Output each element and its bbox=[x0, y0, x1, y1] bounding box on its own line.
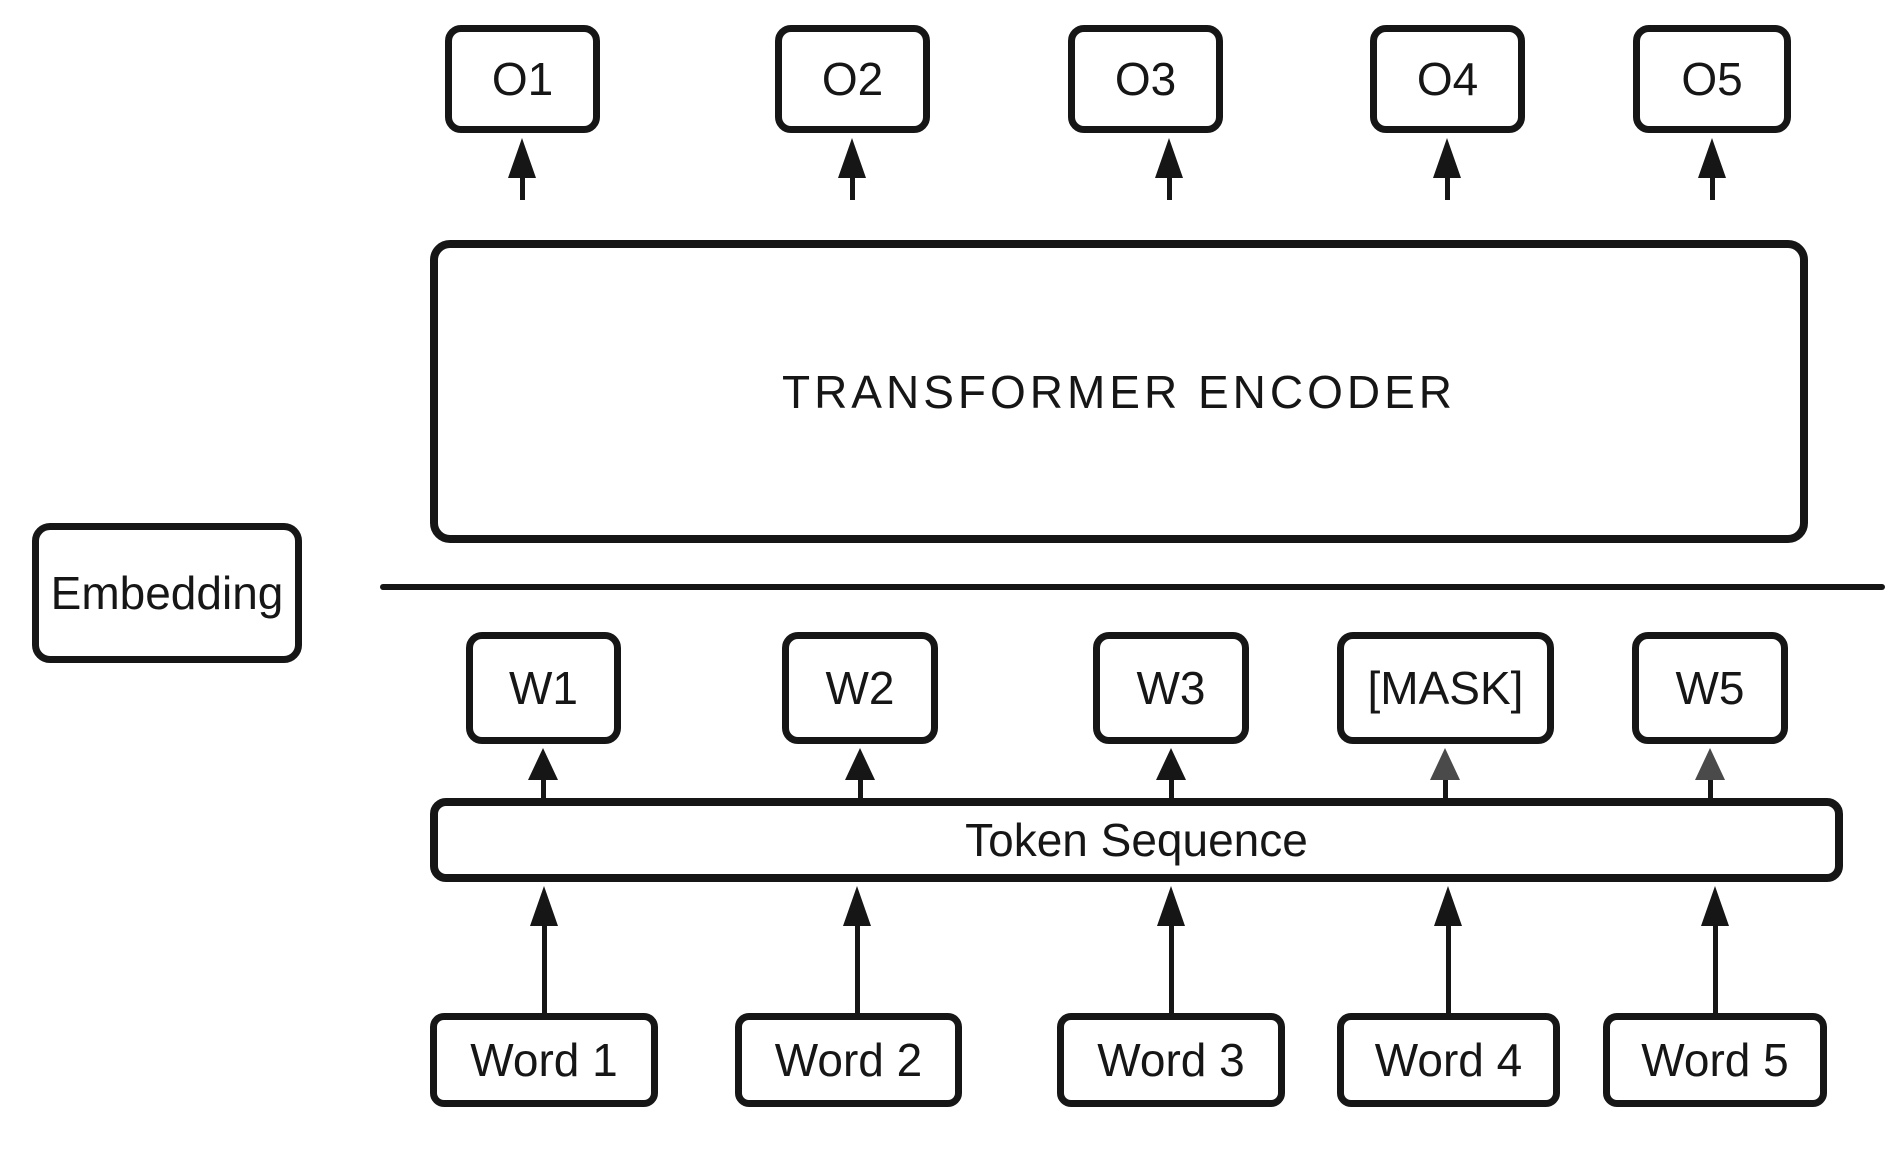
token-box-w1: W1 bbox=[466, 632, 621, 744]
token-box-mask: [MASK] bbox=[1337, 632, 1554, 744]
arrowhead-icon bbox=[1695, 748, 1725, 780]
token-label: W2 bbox=[825, 662, 895, 714]
up-arrow-icon bbox=[507, 138, 537, 200]
output-label: O5 bbox=[1681, 53, 1743, 105]
up-arrow-icon bbox=[1433, 886, 1463, 1013]
word-label: Word 4 bbox=[1374, 1034, 1523, 1086]
arrowhead-icon bbox=[1157, 886, 1185, 926]
word-box-2: Word 2 bbox=[735, 1013, 962, 1107]
arrowhead-icon bbox=[1156, 748, 1186, 780]
token-sequence-bar: Token Sequence bbox=[430, 798, 1843, 882]
token-box-w2: W2 bbox=[782, 632, 938, 744]
arrowhead-icon bbox=[528, 748, 558, 780]
arrowhead-icon bbox=[1433, 138, 1461, 178]
token-label: W1 bbox=[509, 662, 578, 714]
output-box-o3: O3 bbox=[1068, 25, 1223, 133]
word-box-3: Word 3 bbox=[1057, 1013, 1285, 1107]
token-label: [MASK] bbox=[1367, 662, 1524, 714]
arrowhead-icon bbox=[508, 138, 536, 178]
embedding-divider-line bbox=[380, 584, 1885, 590]
output-label: O4 bbox=[1416, 53, 1479, 105]
up-arrow-icon bbox=[1154, 138, 1184, 200]
token-sequence-label: Token Sequence bbox=[965, 814, 1308, 866]
up-arrow-icon bbox=[528, 748, 558, 798]
output-label: O2 bbox=[821, 53, 884, 105]
up-arrow-icon bbox=[529, 886, 559, 1013]
word-label: Word 5 bbox=[1641, 1034, 1789, 1086]
output-box-o4: O4 bbox=[1370, 25, 1525, 133]
word-box-1: Word 1 bbox=[430, 1013, 658, 1107]
up-arrow-grey-icon bbox=[1430, 748, 1460, 798]
up-arrow-icon bbox=[1432, 138, 1462, 200]
arrowhead-icon bbox=[838, 138, 866, 178]
embedding-label: Embedding bbox=[50, 567, 284, 619]
token-label: W3 bbox=[1136, 662, 1206, 714]
word-label: Word 1 bbox=[470, 1034, 618, 1086]
token-label: W5 bbox=[1675, 662, 1745, 714]
word-label: Word 3 bbox=[1097, 1034, 1245, 1086]
up-arrow-icon bbox=[1156, 886, 1186, 1013]
transformer-encoder-box: TRANSFORMER ENCODER bbox=[430, 240, 1808, 543]
transformer-encoder-label: TRANSFORMER ENCODER bbox=[781, 365, 1457, 418]
word-label: Word 2 bbox=[774, 1034, 923, 1086]
output-box-o1: O1 bbox=[445, 25, 600, 133]
up-arrow-icon bbox=[1156, 748, 1186, 798]
arrowhead-icon bbox=[530, 886, 558, 926]
arrowhead-icon bbox=[1434, 886, 1462, 926]
arrowhead-icon bbox=[1155, 138, 1183, 178]
output-label: O3 bbox=[1114, 53, 1177, 105]
output-box-o5: O5 bbox=[1633, 25, 1791, 133]
up-arrow-icon bbox=[845, 748, 875, 798]
word-box-4: Word 4 bbox=[1337, 1013, 1560, 1107]
word-box-5: Word 5 bbox=[1603, 1013, 1827, 1107]
output-box-o2: O2 bbox=[775, 25, 930, 133]
up-arrow-grey-icon bbox=[1695, 748, 1725, 798]
arrowhead-icon bbox=[845, 748, 875, 780]
token-box-w5: W5 bbox=[1632, 632, 1788, 744]
embedding-box: Embedding bbox=[32, 523, 302, 663]
arrowhead-icon bbox=[1701, 886, 1729, 926]
up-arrow-icon bbox=[1700, 886, 1730, 1013]
token-box-w3: W3 bbox=[1093, 632, 1249, 744]
up-arrow-icon bbox=[842, 886, 872, 1013]
arrowhead-icon bbox=[1698, 138, 1726, 178]
arrowhead-icon bbox=[843, 886, 871, 926]
output-label: O1 bbox=[491, 53, 554, 105]
arrowhead-icon bbox=[1430, 748, 1460, 780]
up-arrow-icon bbox=[1697, 138, 1727, 200]
up-arrow-icon bbox=[837, 138, 867, 200]
